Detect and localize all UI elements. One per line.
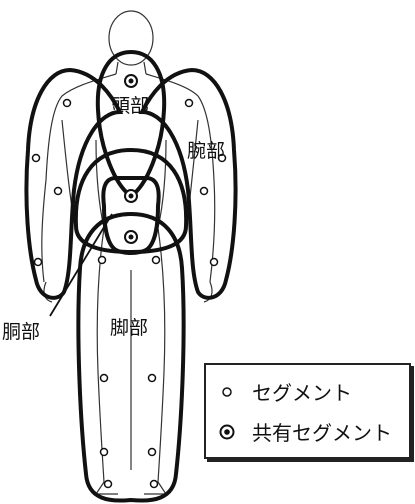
small-circle-icon <box>216 381 238 403</box>
segment-marker <box>149 479 159 489</box>
segment-marker <box>62 98 72 108</box>
legend-shared-segment-label: 共有セグメント <box>252 421 392 445</box>
leg-label: 脚部 <box>110 317 148 339</box>
legend: セグメント 共有セグメント <box>204 363 411 459</box>
shared-segment-marker <box>124 74 138 88</box>
pelvis-segment-outline <box>101 176 161 255</box>
legend-segment-label: セグメント <box>252 381 352 405</box>
trunk-leader-line <box>49 213 113 317</box>
segment-marker <box>99 447 109 457</box>
leg-segment-outline <box>76 211 186 503</box>
shared-segment-markers <box>124 74 138 244</box>
trunk-label: 胴部 <box>2 321 40 343</box>
segment-outlines <box>24 49 238 503</box>
double-circle-icon <box>216 421 238 443</box>
shared-segment-marker <box>124 189 138 203</box>
segment-marker <box>217 153 227 163</box>
segment-marker <box>99 373 109 383</box>
legend-row-segment: セグメント <box>216 377 352 406</box>
segment-marker <box>33 257 43 267</box>
segment-marker <box>151 255 161 265</box>
segment-marker <box>103 479 113 489</box>
arm-label: 腕部 <box>187 140 225 162</box>
head-label: 頭部 <box>111 95 149 117</box>
segment-marker <box>147 447 157 457</box>
segment-marker <box>209 257 219 267</box>
legend-row-shared-segment: 共有セグメント <box>216 417 392 446</box>
segment-marker <box>31 153 41 163</box>
head-segment-outline <box>95 49 167 199</box>
segment-marker <box>97 255 107 265</box>
segment-marker <box>147 373 157 383</box>
segment-marker <box>184 98 194 108</box>
right-arm-segment-outline <box>138 67 238 300</box>
segment-marker <box>199 186 209 196</box>
shared-segment-marker <box>124 230 138 244</box>
segment-marker <box>53 186 63 196</box>
segment-markers <box>31 98 227 489</box>
